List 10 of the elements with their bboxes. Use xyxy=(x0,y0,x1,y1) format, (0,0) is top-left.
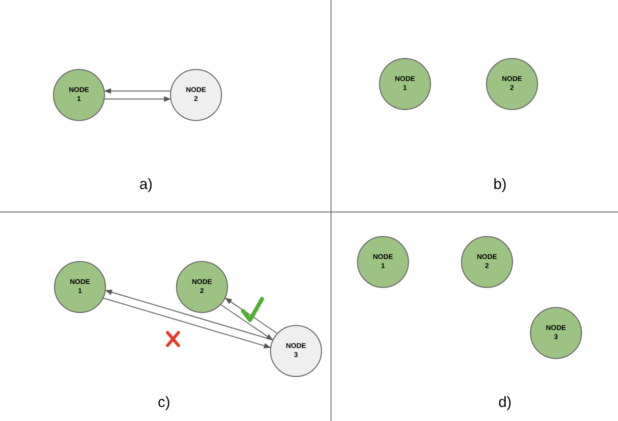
panel-label: d) xyxy=(498,394,512,412)
arrow xyxy=(220,304,274,340)
panel-label: a) xyxy=(139,176,153,194)
panel-label: b) xyxy=(493,176,507,194)
arrow xyxy=(103,298,271,348)
arrow xyxy=(104,96,171,102)
arrow xyxy=(104,88,171,94)
panel-label: c) xyxy=(158,394,170,412)
arrow xyxy=(105,290,273,340)
arrow xyxy=(224,298,278,334)
